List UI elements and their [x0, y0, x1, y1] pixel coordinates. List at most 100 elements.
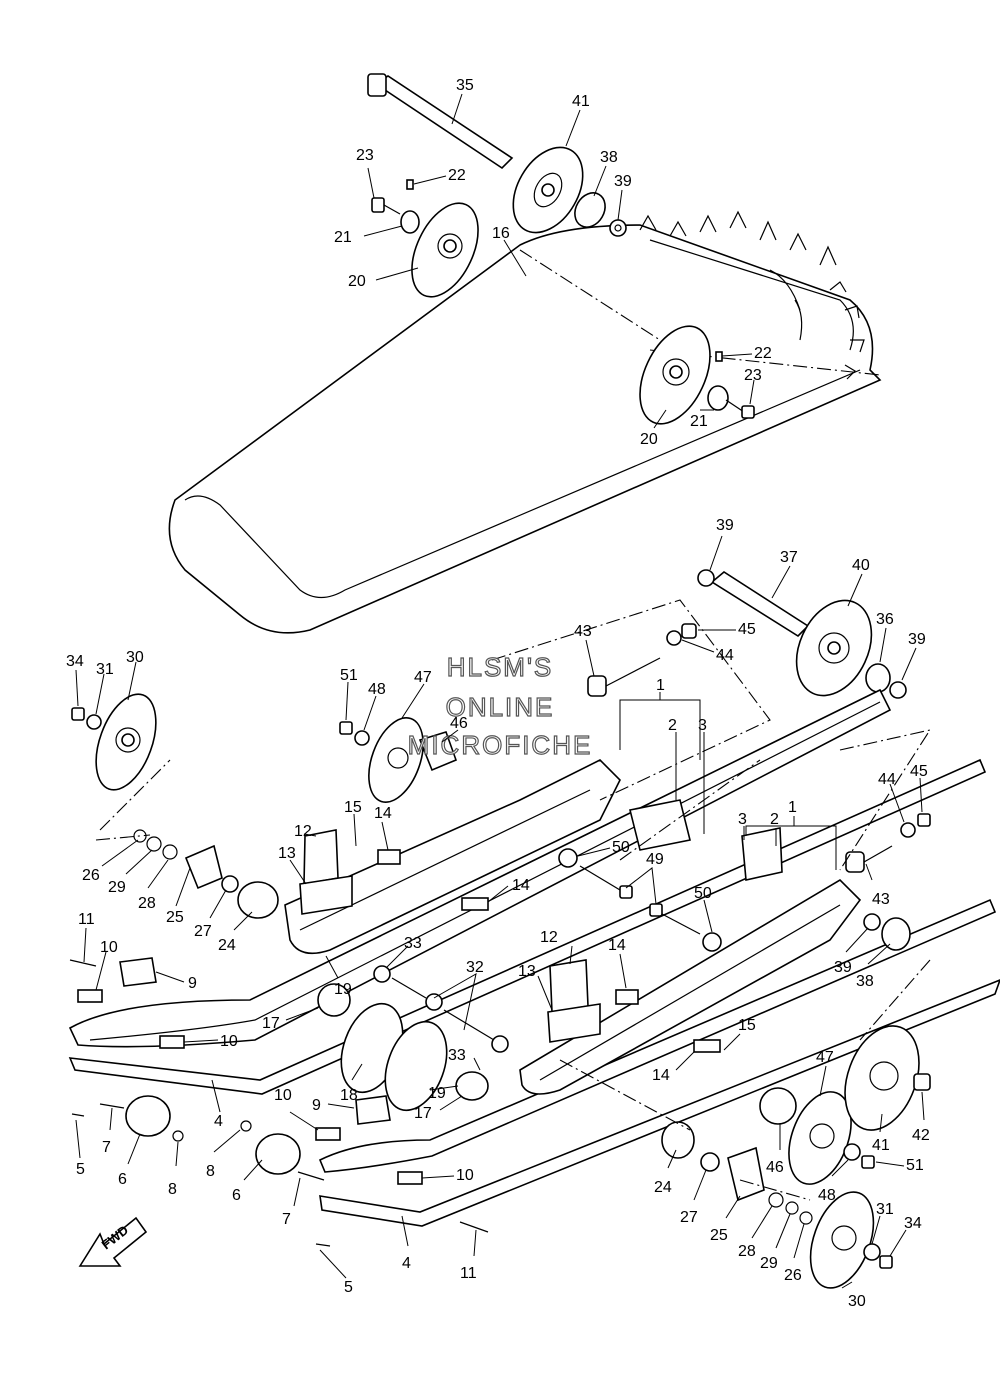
forward-arrow: FWD — [78, 1216, 148, 1267]
callout-25: 25 — [166, 909, 184, 926]
callout-29: 29 — [108, 879, 126, 896]
watermark-line-2: ONLINE — [446, 692, 555, 722]
callout-1: 1 — [788, 799, 797, 816]
upper-wheel-41 — [512, 146, 584, 234]
upper-right-wheel-20 — [639, 325, 711, 425]
callout-4: 4 — [402, 1255, 411, 1272]
callout-19: 19 — [334, 981, 352, 998]
callout-27: 27 — [194, 923, 212, 940]
callout-33: 33 — [404, 935, 422, 952]
washer-39b — [697, 569, 715, 587]
callout-10: 10 — [456, 1167, 474, 1184]
watermark-line-1: HLSM'S — [447, 652, 554, 682]
callout-33: 33 — [448, 1047, 466, 1064]
callout-5: 5 — [76, 1161, 85, 1178]
callout-15: 15 — [738, 1017, 756, 1034]
right-frame-plate — [519, 878, 862, 1095]
washer-39c — [889, 681, 907, 699]
center-lines — [95, 599, 932, 1201]
callout-39: 39 — [614, 173, 632, 190]
watermark: HLSM'S ONLINE MICROFICHE — [407, 651, 591, 760]
callout-21: 21 — [690, 413, 708, 430]
grease-nipple-22a — [406, 179, 414, 190]
callout-20: 20 — [348, 273, 366, 290]
washer-31a — [86, 714, 102, 730]
callout-18: 18 — [340, 1087, 358, 1104]
callout-30: 30 — [126, 649, 144, 666]
callout-45: 45 — [738, 621, 756, 638]
callout-48: 48 — [818, 1187, 836, 1204]
callout-7: 7 — [102, 1139, 111, 1156]
left-rail-4 — [68, 688, 987, 1095]
callout-28: 28 — [138, 895, 156, 912]
callout-9: 9 — [312, 1097, 321, 1114]
callout-35: 35 — [456, 77, 474, 94]
small-parts — [69, 717, 931, 1289]
callout-45: 45 — [910, 763, 928, 780]
callout-11: 11 — [460, 1265, 477, 1282]
callout-17: 17 — [414, 1105, 432, 1122]
callout-28: 28 — [738, 1243, 756, 1260]
callout-13: 13 — [278, 845, 296, 862]
callout-25: 25 — [710, 1227, 728, 1244]
callout-6: 6 — [118, 1171, 127, 1188]
bolt-43a — [587, 657, 661, 697]
callout-34: 34 — [904, 1215, 922, 1232]
callout-39: 39 — [908, 631, 926, 648]
callout-21: 21 — [334, 229, 352, 246]
callout-20: 20 — [640, 431, 658, 448]
callout-39: 39 — [834, 959, 852, 976]
callout-19: 19 — [428, 1085, 446, 1102]
callout-41: 41 — [872, 1137, 890, 1154]
bolt-23b — [725, 399, 755, 419]
right-rail-4 — [318, 898, 1000, 1227]
callout-38: 38 — [600, 149, 618, 166]
callout-36: 36 — [876, 611, 894, 628]
callout-12: 12 — [540, 929, 558, 946]
callout-10: 10 — [220, 1033, 238, 1050]
callout-51: 51 — [906, 1157, 924, 1174]
callout-43: 43 — [574, 623, 592, 640]
callout-31: 31 — [96, 661, 114, 678]
collar-21a — [400, 210, 420, 234]
callout-16: 16 — [492, 225, 510, 242]
callout-39: 39 — [716, 517, 734, 534]
callout-48: 48 — [368, 681, 386, 698]
callout-15: 15 — [344, 799, 362, 816]
callout-37: 37 — [780, 549, 798, 566]
callout-14: 14 — [374, 805, 392, 822]
callout-23: 23 — [356, 147, 374, 164]
nut-45a — [681, 623, 697, 639]
callout-8: 8 — [168, 1181, 177, 1198]
callout-12: 12 — [294, 823, 312, 840]
upper-shaft-35 — [367, 73, 514, 170]
callout-50: 50 — [694, 885, 712, 902]
callout-38: 38 — [856, 973, 874, 990]
grease-nipple-22b — [715, 351, 723, 362]
callout-1: 1 — [656, 677, 665, 694]
callout-17: 17 — [262, 1015, 280, 1032]
callout-10: 10 — [100, 939, 118, 956]
callout-51: 51 — [340, 667, 358, 684]
callout-46: 46 — [450, 715, 468, 732]
callout-40: 40 — [852, 557, 870, 574]
washer-44a — [666, 630, 682, 646]
callout-7: 7 — [282, 1211, 291, 1228]
callout-3: 3 — [738, 811, 747, 828]
collar-21b — [707, 385, 729, 411]
callout-24: 24 — [218, 937, 236, 954]
callout-22: 22 — [448, 167, 466, 184]
callout-22: 22 — [754, 345, 772, 362]
callout-50: 50 — [612, 839, 630, 856]
callout-3: 3 — [698, 717, 707, 734]
callout-44: 44 — [878, 771, 896, 788]
callout-11: 11 — [78, 911, 95, 928]
callout-6: 6 — [232, 1187, 241, 1204]
callout-27: 27 — [680, 1209, 698, 1226]
callout-31: 31 — [876, 1201, 894, 1218]
callout-9: 9 — [188, 975, 197, 992]
callout-14: 14 — [512, 877, 530, 894]
callout-44: 44 — [716, 647, 734, 664]
callout-26: 26 — [784, 1267, 802, 1284]
callout-4: 4 — [214, 1113, 223, 1130]
